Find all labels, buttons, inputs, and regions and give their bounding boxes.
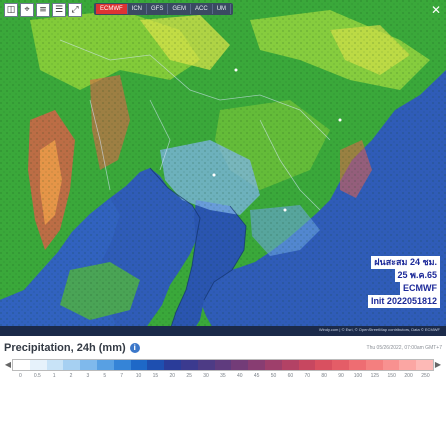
colorbar-swatch [13, 360, 30, 370]
map-credit-bar: Windy.com | © Esri, © OpenStreetMap cont… [0, 326, 446, 336]
colorbar-swatch [96, 360, 114, 370]
layers-icon[interactable]: ◫ [4, 3, 18, 17]
colorbar-tick-label: 0 [19, 373, 22, 379]
colorbar-tick-label: 80 [321, 373, 327, 379]
model-tab-gem[interactable]: GEM [168, 4, 192, 14]
colorbar-swatch [248, 360, 265, 370]
model-selector: ECMWF ICN GFS GEM ACC UM [94, 3, 234, 15]
colorbar-swatch [197, 360, 215, 370]
settings-icon[interactable]: ≡ [36, 3, 50, 17]
colorbar-tick-label: 3 [86, 373, 90, 379]
colorbar-swatch [264, 360, 282, 370]
colorbar-tick-label: 70 [304, 373, 311, 379]
colorbar-swatch [315, 360, 333, 370]
colorbar-tick-label: 7 [120, 373, 124, 379]
colorbar-tick-label: 60 [287, 373, 294, 379]
colorbar-swatches[interactable] [12, 359, 434, 371]
colorbar-tick-label: 15 [152, 373, 159, 379]
colorbar-tick-label: 0.5 [33, 373, 41, 379]
model-tab-ecmwf[interactable]: ECMWF [96, 4, 128, 14]
fullscreen-icon[interactable]: ⤢ [68, 3, 82, 17]
info-icon[interactable]: i [129, 343, 140, 353]
colorbar-tick-label: 40 [237, 373, 243, 379]
colorbar-tick-label: 50 [270, 373, 277, 379]
colorbar-swatch [399, 360, 417, 370]
colorbar-tick-label: 10 [135, 373, 142, 379]
colorbar-swatch [231, 360, 249, 370]
colorbar-swatch [332, 360, 349, 370]
colorbar-swatch [164, 360, 181, 370]
map-credit: Windy.com | © Esri, © OpenStreetMap cont… [318, 327, 440, 332]
colorbar-tick-label: 90 [338, 373, 344, 379]
city-marker [283, 208, 287, 212]
colorbar-swatch [180, 360, 198, 370]
colorbar-swatch [416, 360, 433, 370]
colorbar-swatch [147, 360, 165, 370]
forecast-timestamp: Thu 05/26/2022, 07:00am GMT+7 [366, 345, 442, 351]
colorbar-tick-label: 25 [186, 373, 192, 379]
colorbar-swatch [281, 360, 299, 370]
model-tab-gfs[interactable]: GFS [147, 4, 169, 14]
annotation-date: 25 พ.ค.65 [394, 269, 440, 282]
colorbar-swatch [46, 360, 64, 370]
chevron-left-icon[interactable]: ◀ [4, 360, 12, 369]
colorbar-tick-label: 45 [253, 373, 260, 379]
colorbar-tick-label: 125 [370, 373, 379, 379]
colorbar-swatch [382, 360, 400, 370]
forecast-annotation: ฝนสะสม 24 ชม. 25 พ.ค.65 ECMWF Init 20220… [300, 256, 440, 308]
city-marker [234, 68, 238, 72]
colorbar-swatch [214, 360, 232, 370]
colorbar-swatch [63, 360, 81, 370]
colorbar-swatch [80, 360, 97, 370]
colorbar-swatch [348, 360, 366, 370]
border-lines [59, 39, 331, 211]
map-tool-icons: ◫ ⌖ ≡ ☰ ⤢ [4, 3, 82, 17]
annotation-model: ECMWF [400, 282, 440, 295]
colorbar-tick-label: 30 [203, 373, 209, 379]
rain-texture [0, 0, 446, 326]
menu-icon[interactable]: ☰ [52, 3, 66, 17]
colorbar-tick-label: 1 [52, 373, 56, 379]
model-tab-acc[interactable]: ACC [191, 4, 213, 14]
city-marker [338, 118, 342, 122]
colorbar-tick-label: 20 [169, 373, 176, 379]
legend-title-text: Precipitation, 24h (mm) [4, 342, 126, 354]
precipitation-colorbar: ◀ ▶ [4, 359, 442, 371]
annotation-title: ฝนสะสม 24 ชม. [371, 256, 440, 269]
coastline [149, 167, 247, 336]
colorbar-swatch [298, 360, 316, 370]
colorbar-swatch [130, 360, 148, 370]
close-icon[interactable]: ✕ [430, 3, 442, 17]
colorbar-tick-label: 250 [421, 373, 430, 379]
map-canvas [0, 0, 446, 336]
annotation-init: Init 2022051812 [367, 295, 440, 308]
colorbar-tick-label: 35 [220, 373, 226, 379]
colorbar-swatch [365, 360, 383, 370]
city-marker [212, 173, 216, 177]
colorbar-swatch [113, 360, 131, 370]
legend-header: Precipitation, 24h (mm)i Thu 05/26/2022,… [4, 342, 442, 356]
chevron-right-icon[interactable]: ▶ [434, 360, 442, 369]
colorbar-tick-label: 200 [404, 373, 413, 379]
legend-title: Precipitation, 24h (mm)i [4, 342, 140, 354]
colorbar-tick-label: 100 [353, 373, 363, 379]
model-tab-um[interactable]: UM [213, 4, 232, 14]
colorbar-tick-label: 2 [69, 373, 73, 379]
colorbar-swatch [29, 360, 47, 370]
precipitation-map[interactable]: ◫ ⌖ ≡ ☰ ⤢ ECMWF ICN GFS GEM ACC UM ✕ ฝนส… [0, 0, 446, 336]
colorbar-tick-label: 5 [103, 373, 107, 379]
location-icon[interactable]: ⌖ [20, 3, 34, 17]
model-tab-icn[interactable]: ICN [128, 4, 148, 14]
colorbar-tick-label: 150 [387, 373, 396, 379]
